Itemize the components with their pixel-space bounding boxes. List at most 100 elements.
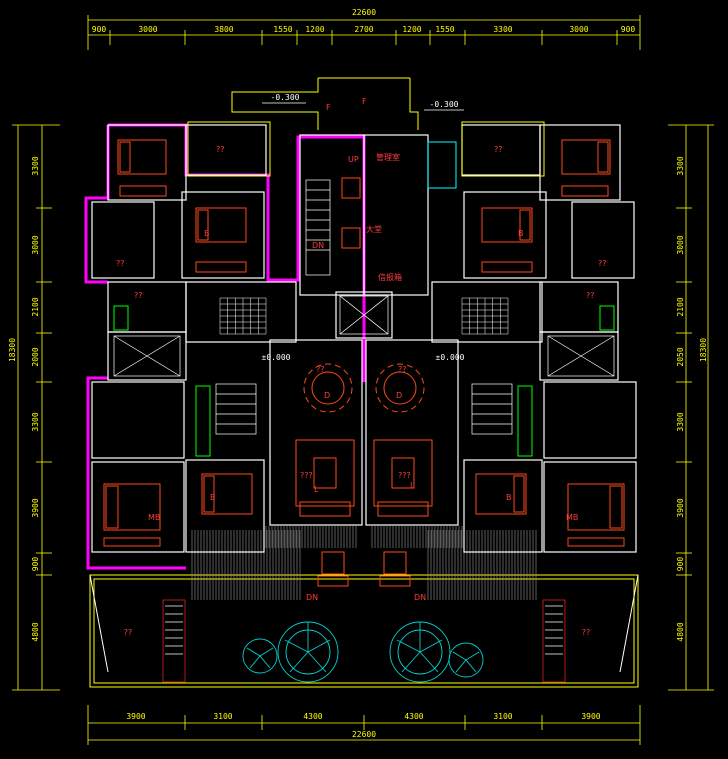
label-bedroom-left: B [204,229,210,238]
label-master-right: MB [566,513,578,522]
dimension-left [12,124,60,691]
label-left-study: ?? [116,259,125,268]
label-dining-left-name: ?? [316,365,325,374]
right-dim-4: 2050 [676,347,685,366]
walls [91,124,637,553]
bottom-dim-5: 3100 [493,712,512,721]
label-bedroom-lower-right: B [506,493,512,502]
left-segment-labels: 3300 3000 2100 2000 3300 3900 900 4800 [31,156,40,641]
right-dim-3: 2100 [676,297,685,316]
top-dim-9: 3300 [493,25,512,34]
top-dim-4: 1550 [273,25,292,34]
top-dim-8: 1550 [435,25,454,34]
label-living-left: L [314,485,319,494]
wardrobes [103,185,625,547]
bottom-segment-labels: 3900 3100 4300 4300 3100 3900 [126,712,600,721]
label-duty-room: 管理室 [376,152,400,162]
plant-large-left [277,621,339,683]
top-dim-7: 1200 [402,25,421,34]
bed-mb-left [103,483,161,531]
label-deck-down-right: DN [414,593,426,602]
label-up: UP [348,155,359,164]
left-total-dimension: 18300 [8,338,17,362]
dining-table-right [375,363,425,413]
dimension-top [87,15,641,50]
dimension-bottom [87,705,641,745]
room-labels: ?? ?? ?? ?? B B MB MB B B D D ?? ?? ??? … [116,97,607,602]
level-floor-right: ±0.000 [436,353,465,362]
sofa-set-left [295,439,355,517]
bed-top-right [561,139,611,175]
top-dim-5: 1200 [305,25,324,34]
furniture [103,139,625,587]
level-floor-left: ±0.000 [262,353,291,362]
patio-set-right [379,551,411,587]
bottom-dim-2: 3100 [213,712,232,721]
bed-top-left [117,139,167,175]
bottom-dim-3: 4300 [303,712,322,721]
right-dim-5: 3300 [676,412,685,431]
top-dim-11: 900 [621,25,636,34]
left-dim-3: 2100 [31,297,40,316]
bed-b-left [195,207,247,243]
label-top-left-room: ?? [216,145,225,154]
terrace-stairs [162,599,566,683]
terrace-right-label: ?? [582,628,591,637]
plant-small-left [242,638,278,674]
plant-large-right [389,621,451,683]
label-living-right: L [410,481,415,490]
bed-lower-right [475,473,527,515]
bottom-dim-4: 4300 [404,712,423,721]
plant-small-right [448,642,484,678]
bed-b-right [481,207,533,243]
left-dim-4: 2000 [31,347,40,366]
left-dim-1: 3300 [31,156,40,175]
level-top-left: -0.300 [271,93,300,102]
label-bath-right: ?? [586,291,595,300]
label-top-right-room: ?? [494,145,503,154]
left-dim-5: 3300 [31,412,40,431]
left-dim-7: 900 [31,557,40,572]
side-stairs [113,295,615,435]
label-dining-right-name: ?? [398,365,407,374]
label-down: DN [312,241,324,250]
garden-plants [242,621,484,683]
label-bath-left: ?? [134,291,143,300]
label-living-left-name: ??? [300,471,313,480]
right-dim-8: 4800 [676,622,685,641]
bottom-dim-6: 3900 [581,712,600,721]
label-lobby: 大堂 [366,224,382,234]
entrance-canopy [187,77,545,177]
bed-mb-right [567,483,625,531]
top-dim-1: 900 [92,25,107,34]
bottom-total-dimension: 22600 [352,730,376,739]
right-total-dimension: 18300 [699,338,708,362]
right-segment-labels: 3300 3000 2100 2050 3300 3900 900 4800 [676,156,685,641]
lobby-chairs [341,177,361,249]
label-right-study: ?? [598,259,607,268]
terrace [89,574,639,688]
left-dim-8: 4800 [31,622,40,641]
right-dim-6: 3900 [676,498,685,517]
label-living-right-name: ??? [398,471,411,480]
kitchen-tiles [219,297,509,335]
patio-set-left [317,551,349,587]
right-dim-7: 900 [676,557,685,572]
tile-grid [219,297,267,335]
right-dim-1: 3300 [676,156,685,175]
top-dim-10: 3000 [569,25,588,34]
label-dining-right: D [396,391,402,400]
terrace-left-label: ?? [124,628,133,637]
label-bedroom-lower-left: B [210,493,216,502]
label-door-f-left: F [326,103,331,112]
deck-hatching [191,526,537,600]
left-dim-6: 3900 [31,498,40,517]
label-door-f-right: F [362,97,367,106]
bed-lower-left [201,473,253,515]
label-mailbox: 信报箱 [378,272,402,282]
level-top-right: -0.300 [430,100,459,109]
label-deck-down-left: DN [306,593,318,602]
dining-table-left [303,363,353,413]
